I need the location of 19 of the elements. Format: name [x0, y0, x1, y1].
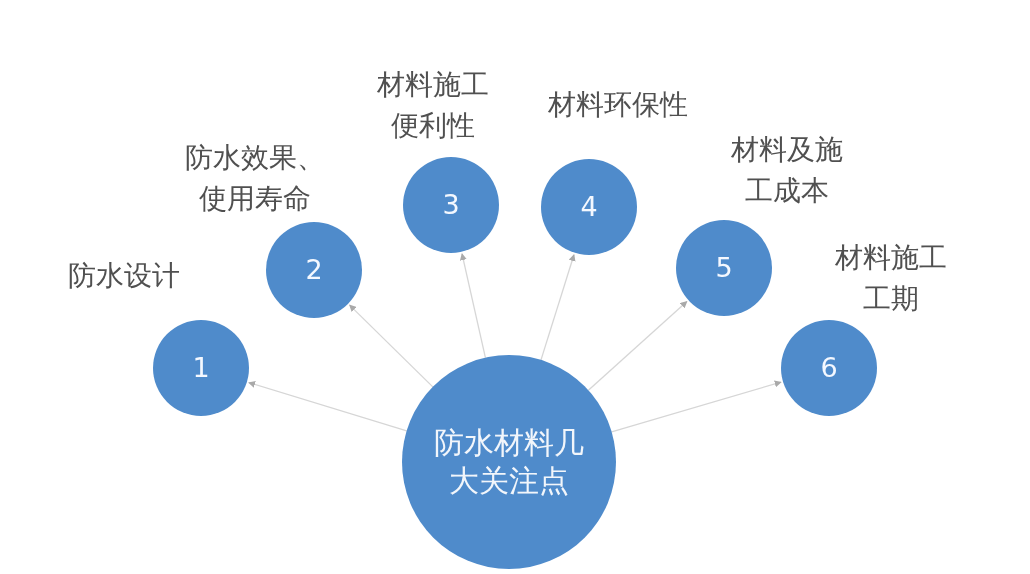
topic-label: 防水效果、使用寿命 [184, 140, 326, 217]
circle-number: 4 [580, 192, 598, 222]
arrow [348, 304, 434, 388]
circle-number: 5 [715, 253, 733, 283]
topic-label: 防水设计 [67, 258, 181, 294]
arrow [459, 253, 487, 359]
circle-number: 6 [820, 353, 838, 383]
center-circle: 防水材料几大关注点 [402, 355, 616, 569]
arrow [587, 300, 688, 391]
arrow [248, 381, 408, 432]
circle-number: 2 [305, 255, 323, 285]
circle-number: 3 [442, 190, 460, 220]
topic-label: 材料环保性 [547, 87, 689, 123]
topic-label: 材料及施工成本 [730, 132, 844, 209]
arrow [540, 254, 576, 361]
topic-label: 材料施工便利性 [376, 67, 490, 144]
arrow [611, 380, 782, 433]
topic-label: 材料施工工期 [834, 240, 948, 317]
circle-number: 1 [192, 353, 210, 383]
